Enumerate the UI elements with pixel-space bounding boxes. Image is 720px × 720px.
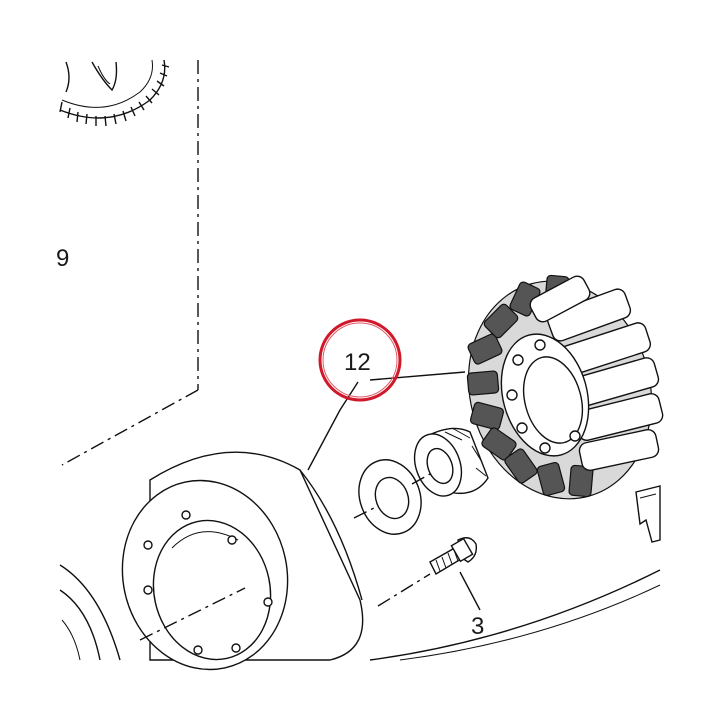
- boundary-line-diagonal: [61, 389, 199, 466]
- leader-line-12-rotor: [307, 381, 359, 471]
- callout-label-12: 12: [344, 349, 371, 376]
- rotor-drum: [121, 451, 364, 671]
- axis-line-upper: [353, 473, 431, 519]
- left-rotor-fragment: [59, 564, 121, 661]
- washer: [358, 459, 422, 535]
- housing-edge: [369, 569, 661, 661]
- callout-label-9: 9: [56, 245, 69, 272]
- gear-fragment: [59, 59, 170, 127]
- highlight-ring: [318, 318, 402, 402]
- bracket-clip: [635, 485, 661, 543]
- bearing-collar: [413, 427, 489, 497]
- stator-assembly: [466, 274, 664, 500]
- leader-line-3: [459, 571, 481, 611]
- callout-label-3: 3: [471, 613, 484, 640]
- stator-teeth: [466, 274, 594, 498]
- leader-line-12-stator: [369, 371, 466, 381]
- bolt: [429, 537, 478, 575]
- axis-line-lower: [377, 573, 431, 607]
- stator-coils: [529, 275, 664, 472]
